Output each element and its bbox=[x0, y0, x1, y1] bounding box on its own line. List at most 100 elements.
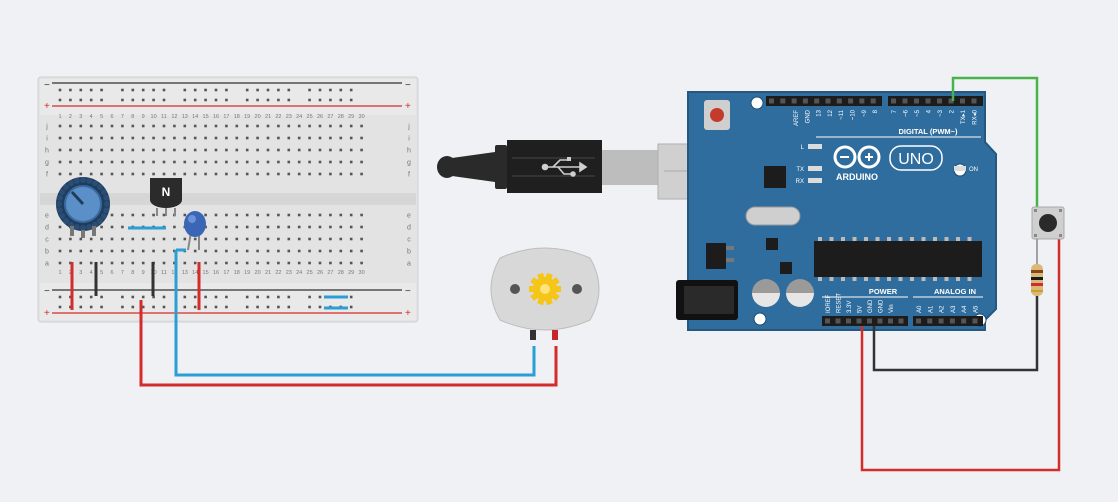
led-label-rx: RX bbox=[796, 179, 804, 185]
on-led-label: ON bbox=[969, 167, 978, 173]
column-number: 8 bbox=[131, 114, 134, 120]
wire-red-5v[interactable] bbox=[860, 237, 1061, 472]
column-number: 12 bbox=[171, 114, 177, 120]
column-number: 14 bbox=[192, 114, 198, 120]
column-number: 5 bbox=[100, 270, 103, 276]
row-letter: c bbox=[407, 237, 411, 244]
column-number: 21 bbox=[265, 270, 271, 276]
pin-label: ~6 bbox=[904, 109, 910, 117]
analog-header[interactable] bbox=[913, 316, 983, 326]
power-jack[interactable] bbox=[676, 280, 738, 320]
pin-label: A2 bbox=[940, 305, 946, 313]
column-number: 17 bbox=[223, 270, 229, 276]
column-number: 28 bbox=[338, 270, 344, 276]
pushbutton[interactable] bbox=[1031, 206, 1065, 240]
crystal bbox=[745, 206, 801, 226]
column-number: 26 bbox=[317, 114, 323, 120]
wire-black-gnd[interactable] bbox=[872, 290, 1039, 372]
transistor-label: N bbox=[162, 185, 171, 199]
wire-green-pin2[interactable] bbox=[951, 76, 1039, 212]
pin-label: ~9 bbox=[862, 109, 868, 117]
arduino-logo: ARDUINO UNO bbox=[833, 145, 943, 182]
top-rail-minus-left: − bbox=[44, 80, 50, 91]
column-number: 29 bbox=[348, 114, 354, 120]
row-letter: a bbox=[45, 261, 49, 268]
column-number: 24 bbox=[296, 270, 302, 276]
npn-transistor[interactable]: N bbox=[150, 178, 182, 216]
pin-label: RX◂0 bbox=[973, 109, 979, 124]
status-leds: L TX RX ON bbox=[796, 144, 978, 185]
column-number: 2 bbox=[69, 114, 72, 120]
column-number: 11 bbox=[161, 114, 167, 120]
column-number: 15 bbox=[203, 270, 209, 276]
digital-header-left[interactable] bbox=[766, 96, 882, 106]
row-letter: a bbox=[407, 261, 411, 268]
column-number: 16 bbox=[213, 114, 219, 120]
column-number: 19 bbox=[244, 114, 250, 120]
column-number: 11 bbox=[161, 270, 167, 276]
potentiometer[interactable] bbox=[56, 177, 110, 238]
column-number: 3 bbox=[79, 270, 82, 276]
pin-label: A3 bbox=[951, 305, 957, 313]
row-letter: i bbox=[408, 136, 410, 143]
atmega-chip bbox=[814, 241, 982, 277]
led-label-tx: TX bbox=[796, 167, 804, 173]
pin-label: 7 bbox=[892, 109, 898, 113]
bottom-rail-plus-right: + bbox=[405, 308, 411, 319]
wire-blue-motor[interactable] bbox=[174, 250, 536, 377]
column-number: 13 bbox=[182, 270, 188, 276]
pin-label: ~10 bbox=[851, 109, 857, 120]
digital-label: DIGITAL (PWM~) bbox=[898, 127, 958, 136]
reset-button[interactable] bbox=[704, 100, 730, 130]
small-chip bbox=[766, 238, 778, 250]
pin-label: A4 bbox=[962, 305, 968, 313]
column-number: 9 bbox=[142, 270, 145, 276]
center-channel bbox=[40, 193, 416, 205]
column-number: 7 bbox=[121, 270, 124, 276]
resistor[interactable] bbox=[1031, 239, 1043, 296]
column-number: 18 bbox=[234, 114, 240, 120]
breadboard-labels: 1122334455667788991010111112121313141415… bbox=[45, 114, 411, 276]
pin-label: ~11 bbox=[839, 109, 845, 119]
row-letter: f bbox=[408, 172, 410, 179]
column-number: 5 bbox=[100, 114, 103, 120]
column-number: 12 bbox=[171, 270, 177, 276]
row-letter: f bbox=[46, 172, 48, 179]
row-letter: h bbox=[45, 148, 49, 155]
wire-red-motor[interactable] bbox=[139, 300, 558, 387]
regulator bbox=[706, 243, 726, 269]
pin-label: GND bbox=[868, 299, 874, 313]
column-number: 19 bbox=[244, 270, 250, 276]
motor-gear-icon bbox=[529, 272, 561, 306]
arduino-model: UNO bbox=[898, 151, 934, 168]
column-number: 1 bbox=[58, 114, 61, 120]
column-number: 30 bbox=[359, 270, 365, 276]
column-number: 26 bbox=[317, 270, 323, 276]
column-number: 14 bbox=[192, 270, 198, 276]
power-header[interactable] bbox=[822, 316, 908, 326]
column-number: 27 bbox=[327, 114, 333, 120]
column-number: 22 bbox=[275, 114, 281, 120]
column-number: 16 bbox=[213, 270, 219, 276]
column-number: 8 bbox=[131, 270, 134, 276]
row-letter: d bbox=[407, 225, 411, 232]
pin-label: TX▸1 bbox=[961, 109, 967, 124]
row-letter: j bbox=[45, 124, 48, 131]
usb-chip bbox=[764, 166, 786, 188]
column-number: 18 bbox=[234, 270, 240, 276]
breadboard-holes bbox=[58, 88, 363, 309]
column-number: 30 bbox=[359, 114, 365, 120]
row-letter: g bbox=[45, 160, 49, 167]
pin-label: 8 bbox=[873, 109, 879, 113]
column-number: 28 bbox=[338, 114, 344, 120]
top-power-rail bbox=[40, 79, 416, 115]
breadboard[interactable]: − + − + − + − + 112233445566778899101011… bbox=[37, 76, 419, 323]
ceramic-capacitor[interactable] bbox=[184, 211, 206, 251]
column-number: 22 bbox=[275, 270, 281, 276]
pin-label: 4 bbox=[927, 109, 933, 113]
dc-motor[interactable] bbox=[490, 247, 600, 340]
bottom-power-rail bbox=[40, 283, 416, 320]
digital-header-right[interactable] bbox=[888, 96, 983, 106]
